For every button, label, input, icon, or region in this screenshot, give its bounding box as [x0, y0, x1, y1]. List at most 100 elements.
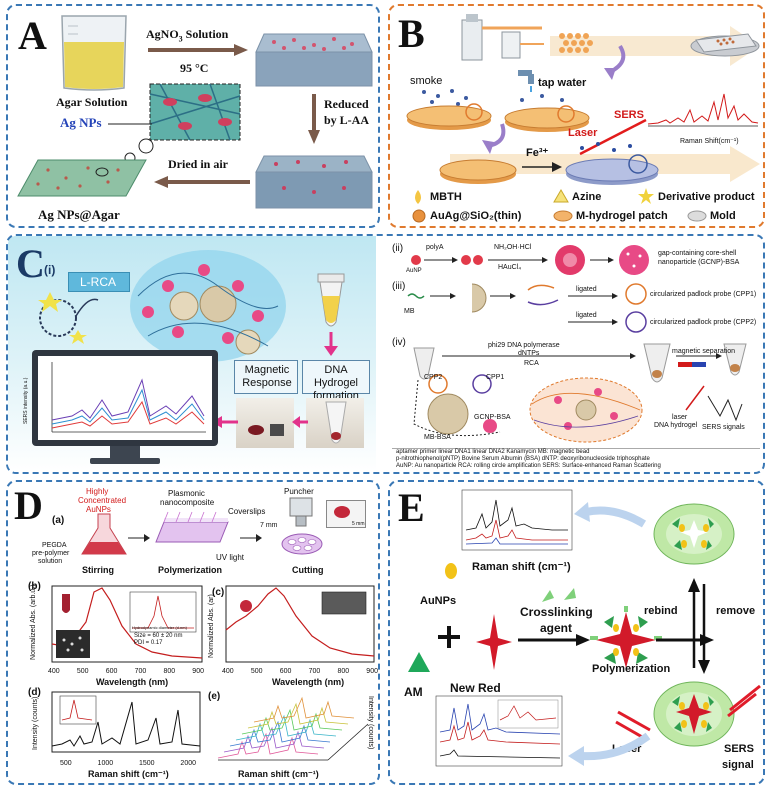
- aunp-label: AuNP: [406, 268, 422, 274]
- legend-azine: Azine: [572, 191, 602, 203]
- legend-line-1: aptamer primer linear DNA1 linear DNA2 K…: [396, 449, 590, 455]
- gcnp-label-1: gap-containing core-shell: [658, 250, 737, 257]
- nh2oh-label: NH₂OH·HCl: [494, 244, 532, 251]
- cut-disc-photo: [326, 500, 366, 528]
- spray-equipment: [461, 14, 544, 61]
- sub-c-d: (c): [212, 587, 225, 598]
- panel-b: B smoke: [388, 4, 765, 228]
- panel-a-letter: A: [18, 13, 47, 58]
- arrow-a1: [148, 44, 248, 56]
- arrow-e1: [518, 634, 590, 646]
- ag-nps-inset: [149, 83, 241, 141]
- dntps-label: dNTPs: [518, 350, 540, 357]
- lrca-label: L-RCA: [80, 275, 117, 289]
- solution-label: solution: [38, 558, 63, 565]
- fe-arrow: [522, 162, 562, 172]
- rca-circle: [38, 292, 99, 344]
- wl-tick-b-3: 700: [134, 668, 147, 675]
- signal-label-e: signal: [722, 759, 754, 771]
- tap-water-patch: [504, 94, 590, 132]
- new-red-label: New Red: [450, 681, 501, 695]
- prepolymer-label: pre-polymer: [32, 550, 70, 557]
- ag-nps-label: Ag NPs: [60, 115, 102, 130]
- by-laa-label: by L-AA: [324, 113, 370, 127]
- phi29-label: phi29 DNA polymerase: [488, 342, 560, 349]
- raman-waterfall-e: [217, 696, 369, 761]
- bottom-spectrum: [435, 695, 563, 767]
- lrca-box: [68, 272, 130, 292]
- wl-tick-c-4: 800: [337, 668, 350, 675]
- polymer-plate: [155, 511, 229, 543]
- wl-tick-b-0: 400: [48, 668, 60, 675]
- panel-e-letter: E: [398, 485, 425, 530]
- pdi-text: PDI = 0.17: [134, 640, 163, 646]
- mb-bsa-label: MB-BSA: [424, 434, 451, 441]
- legend-mold: Mold: [710, 210, 736, 222]
- wl-tick-c-1: 500: [250, 668, 263, 675]
- wl-tick-b-4: 800: [163, 668, 176, 675]
- gcnp-bsa-label: GCNP-BSA: [474, 414, 511, 421]
- sub-b-d: (b): [28, 581, 41, 592]
- raman-tick-d-2: 1500: [138, 760, 155, 767]
- flask-icon: [81, 513, 127, 555]
- laser-beams-right: [727, 684, 761, 718]
- laser-label-b: Laser: [568, 127, 598, 139]
- cpp2-small: CPP2: [424, 374, 443, 381]
- plus-icon: [438, 626, 460, 648]
- plain-patch: [439, 159, 517, 184]
- concentrated-label: Concentrated: [78, 496, 127, 505]
- panel-d: D (a) Highly Concentrated AuNPs PEGDA pr…: [6, 480, 380, 785]
- cut-disc: [334, 506, 350, 518]
- pink-down-arrow: [324, 332, 338, 356]
- am-triangle: [408, 652, 430, 672]
- panel-b-letter: B: [398, 11, 425, 56]
- raman-chart-d: [51, 691, 201, 753]
- legend-derivative: Derivative product: [658, 191, 755, 203]
- legend-patch-icon: [553, 210, 573, 222]
- wl-tick-c-0: 400: [222, 668, 234, 675]
- ag-nps-pointer: [108, 123, 152, 125]
- screen-ylabel: SERS intensity (a.u.): [23, 377, 29, 424]
- curved-arrow-2: [482, 123, 506, 154]
- legend-auag: AuAg@SiO₂(thin): [430, 210, 522, 222]
- gel-block-bottom: [255, 155, 373, 209]
- legend-line-2: p-nitrothiophenol(pNTP) Bovine Serum Alb…: [396, 456, 650, 462]
- polya-label: polyA: [426, 244, 444, 251]
- process-arrow-bg: [550, 26, 760, 66]
- product-patch: [565, 142, 659, 185]
- plasmonic-label: Plasmonic: [168, 489, 205, 498]
- arrow-a3: [154, 176, 250, 188]
- gel-block-top: [255, 33, 373, 87]
- panel-c: C (i) L-RCA Magnetic Response DNA Hy: [6, 234, 765, 474]
- raman-top-label: Raman shift (cm⁻¹): [472, 561, 571, 573]
- top-spectrum: [461, 489, 573, 551]
- sub-iii-label: (iii): [392, 281, 406, 292]
- intensity-d: Intensity (counts): [32, 696, 39, 750]
- sub-iv-label: (iv): [392, 337, 406, 348]
- light-arrow-bottom: [568, 732, 651, 766]
- legend-line-3: AuNP: Au nanoparticle RCA: rolling circl…: [396, 463, 661, 469]
- raman-tick-d-1: 1000: [97, 760, 114, 767]
- wavelength-b: Wavelength (nm): [96, 677, 169, 687]
- puncher-icon: [281, 497, 323, 555]
- smoke-patch: [406, 89, 492, 130]
- laser-beam-b: [579, 118, 647, 156]
- arrow-a2: [308, 94, 320, 144]
- uv-label: UV light: [216, 553, 245, 562]
- sub-e-d: (e): [208, 691, 221, 702]
- inset-x-label: Hydrodynamic diameter (d.nm): [132, 625, 187, 630]
- gcnp-synthesis: [411, 245, 649, 275]
- pink-left-arrow-1: [292, 416, 308, 428]
- mm5-label: 5 mm: [352, 521, 365, 527]
- dna-hydrogel-small: DNA hydrogel: [654, 422, 698, 429]
- abs-chart-b: [51, 585, 203, 663]
- agno3-tail: Solution: [182, 27, 229, 41]
- reduced-label: Reduced: [324, 97, 369, 111]
- arrow-d2: [240, 534, 262, 542]
- temp-label: 95 °C: [180, 61, 209, 75]
- abs-chart-c: [225, 585, 375, 663]
- nanoparticle-dots: [559, 33, 593, 53]
